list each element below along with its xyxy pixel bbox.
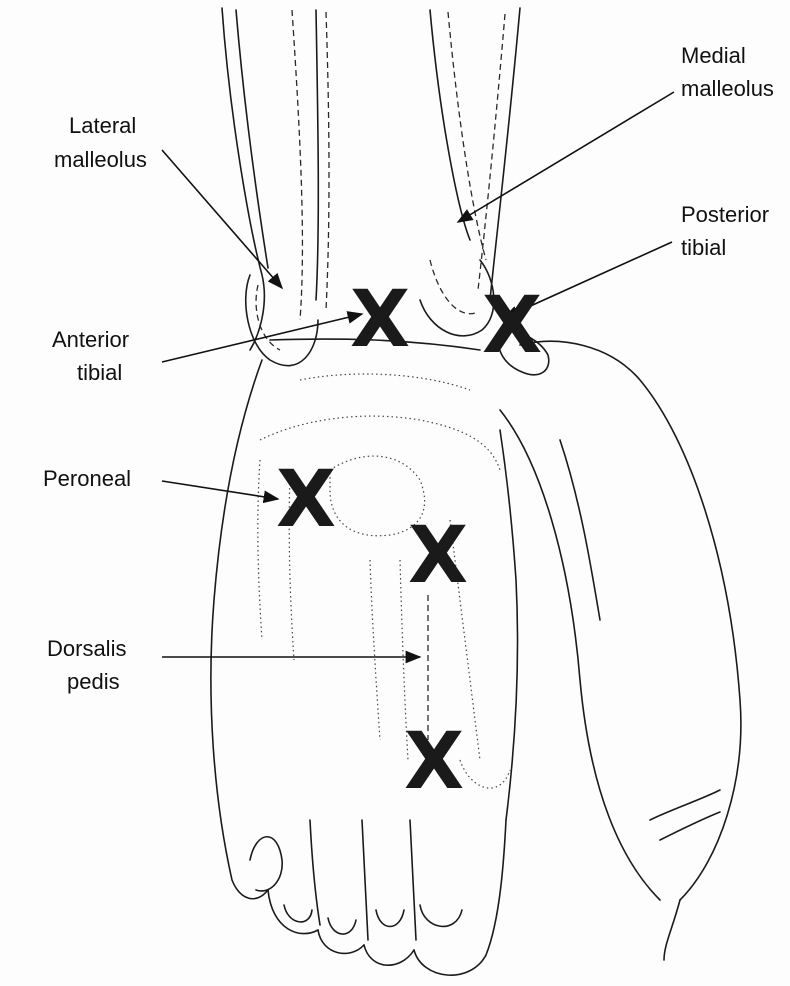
hand-drawing <box>498 330 741 960</box>
label-anterior-tibial-line1: Anterior <box>52 327 129 352</box>
label-dorsalis-pedis-line2: pedis <box>67 669 120 694</box>
mark-dorsalis-pedis-upper: X <box>408 511 468 601</box>
mark-peroneal: X <box>276 455 336 545</box>
label-lateral-malleolus-line2: malleolus <box>54 147 147 172</box>
pointer-peroneal <box>162 481 278 499</box>
pulse-marks: X X X X X <box>276 275 542 807</box>
label-medial-malleolus-line2: malleolus <box>681 76 774 101</box>
pointer-lateral-malleolus <box>162 150 282 288</box>
label-dorsalis-pedis-line1: Dorsalis <box>47 636 126 661</box>
label-posterior-tibial-line1: Posterior <box>681 202 769 227</box>
label-lateral-malleolus-line1: Lateral <box>69 113 136 138</box>
mark-anterior-tibial: X <box>350 275 410 365</box>
pointer-medial-malleolus <box>458 92 674 222</box>
label-medial-malleolus-line1: Medial <box>681 43 746 68</box>
label-peroneal: Peroneal <box>43 466 131 491</box>
label-posterior-tibial-line2: tibial <box>681 235 726 260</box>
mark-dorsalis-pedis-lower: X <box>404 717 464 807</box>
mark-posterior-tibial: X <box>482 281 542 371</box>
label-anterior-tibial-line2: tibial <box>77 360 122 385</box>
